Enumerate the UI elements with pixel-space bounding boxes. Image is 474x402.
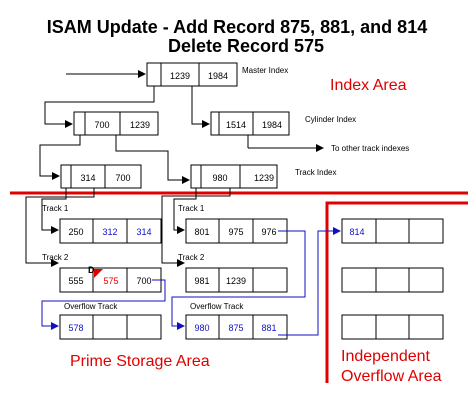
cyl2-track1-record-2: 975 <box>228 227 243 237</box>
cyl1-track2-record-1: 555 <box>68 276 83 286</box>
master-to-cylinder-left-arrow <box>44 86 155 128</box>
cylinder-index-label: Cylinder Index <box>305 115 356 124</box>
cyl1-track1-record-1: 250 <box>68 227 83 237</box>
delete-flag-icon <box>94 269 103 278</box>
other-track-label: To other track indexes <box>331 144 409 153</box>
cylinder-to-track-left-arrow <box>39 135 81 180</box>
master-index-value-2: 1984 <box>208 71 228 81</box>
cyl1-track1-label: Track 1 <box>42 204 69 213</box>
track-index-label: Track Index <box>295 168 337 177</box>
independent-overflow-record-1: 814 <box>349 227 364 237</box>
cyl2-track2-record-2: 1239 <box>226 276 246 286</box>
track-left-value-1: 314 <box>80 173 95 183</box>
cyl2-track2: 981 1239 <box>185 267 288 293</box>
cylinder-to-track-right-arrow <box>115 135 190 184</box>
cyl1-overflow-link-arrow <box>41 279 166 330</box>
cylinder-index-left: 700 1239 <box>73 111 159 136</box>
title-line-1: ISAM Update - Add Record 875, 881, and 8… <box>47 17 427 37</box>
cyl1-track1-record-2: 312 <box>102 227 117 237</box>
cylinder-index-right: 1514 1984 <box>210 111 290 136</box>
cyl2-overflow-record-2: 875 <box>228 323 243 333</box>
track-index-right: 980 1239 <box>190 164 278 189</box>
track-index-left: 314 700 <box>60 164 142 189</box>
track-left-value-2: 700 <box>115 173 130 183</box>
track-right-value-1: 980 <box>212 173 227 183</box>
cyl1-overflow-record-1: 578 <box>68 323 83 333</box>
master-index-label: Master Index <box>242 66 288 75</box>
cyl1-overflow-track: 578 <box>59 314 162 340</box>
cyl1-track2-record-3: 700 <box>136 276 151 286</box>
cyl2-track1: 801 975 976 <box>185 218 288 244</box>
cyl2-track1-label: Track 1 <box>178 204 205 213</box>
cylinder-right-value-1: 1514 <box>226 120 246 130</box>
cylinder-left-value-2: 1239 <box>130 120 150 130</box>
cyl2-track2-record-1: 981 <box>194 276 209 286</box>
cyl1-track2-record-2: 575 <box>103 276 118 286</box>
cyl2-overflow-label: Overflow Track <box>190 302 244 311</box>
independent-overflow-row-1: 814 <box>341 218 444 244</box>
cyl2-track2-label: Track 2 <box>178 253 205 262</box>
cylinder-right-value-2: 1984 <box>262 120 282 130</box>
cyl1-track2-label: Track 2 <box>42 253 69 262</box>
master-index: 1239 1984 <box>146 62 238 87</box>
overflow-area-label-2: Overflow Area <box>341 368 442 385</box>
track-index-left-to-track2-arrow <box>25 188 95 267</box>
cyl1-track1-record-3: 314 <box>136 227 151 237</box>
independent-overflow-link-arrow <box>278 227 341 336</box>
track-index-right-to-track2-arrow <box>161 188 231 267</box>
independent-overflow-row-3 <box>341 314 444 340</box>
track-index-right-to-track1-arrow <box>173 188 197 234</box>
cyl2-track1-record-3: 976 <box>261 227 276 237</box>
title-line-2: Delete Record 575 <box>168 36 324 56</box>
overflow-area-divider <box>325 201 468 383</box>
cylinder-left-value-1: 700 <box>94 120 109 130</box>
cyl2-overflow-track: 980 875 881 <box>185 314 288 340</box>
prime-area-label: Prime Storage Area <box>70 353 210 370</box>
independent-overflow-row-2 <box>341 267 444 293</box>
overflow-area-label-1: Independent <box>341 348 431 365</box>
master-to-cylinder-right-arrow <box>191 86 210 128</box>
cyl1-track2: 555 575 700 <box>59 267 162 293</box>
index-area-label: Index Area <box>330 77 407 94</box>
cyl1-overflow-label: Overflow Track <box>64 302 118 311</box>
cyl2-track1-record-1: 801 <box>194 227 209 237</box>
delete-marker: D <box>88 265 95 275</box>
cyl1-track1: 250 312 314 <box>59 218 162 244</box>
cyl2-overflow-record-1: 980 <box>194 323 209 333</box>
cyl2-overflow-record-3: 881 <box>261 323 276 333</box>
master-index-value-1: 1239 <box>170 71 190 81</box>
track-index-left-to-track1-arrow <box>41 188 67 234</box>
cyl2-overflow-link-arrow <box>171 230 306 330</box>
track-right-value-2: 1239 <box>254 173 274 183</box>
